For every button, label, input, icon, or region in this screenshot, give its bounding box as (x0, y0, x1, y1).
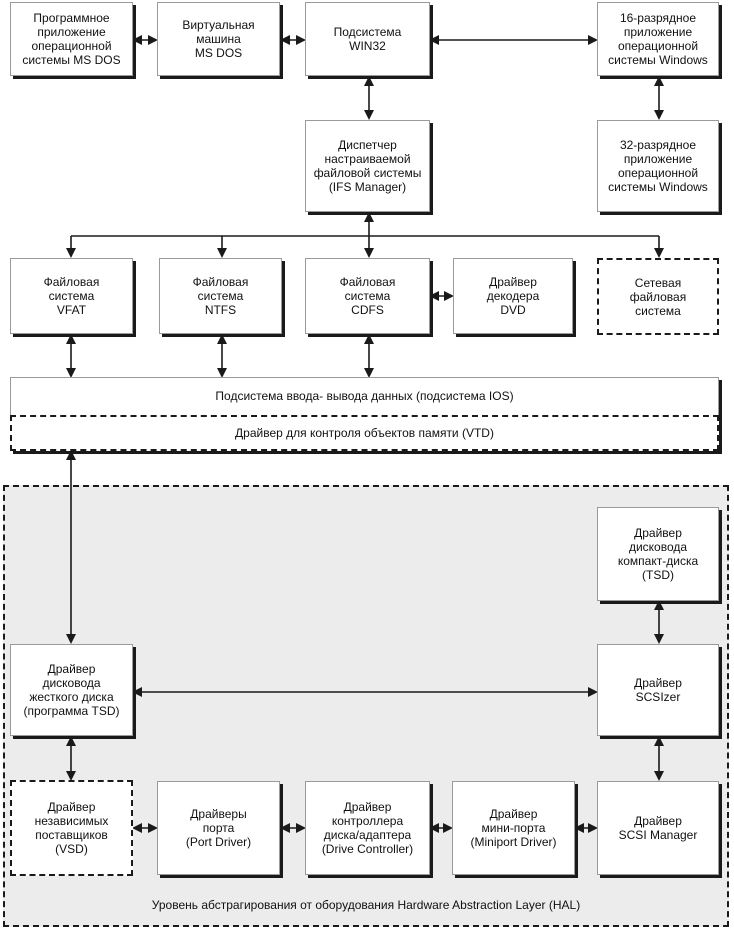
node-win32-subsystem: Подсистема WIN32 (305, 2, 430, 76)
node-cd-tsd: Драйвер дисковода компакт-диска (TSD) (597, 507, 719, 601)
node-hdd-tsd: Драйвер дисковода жесткого диска (програ… (10, 644, 133, 736)
node-port-driver: Драйверы порта (Port Driver) (157, 781, 280, 875)
vtd-strip: Драйвер для контроля объектов памяти (VT… (10, 415, 719, 451)
node-scsizer: Драйвер SCSIzer (597, 644, 719, 736)
node-drive-controller: Драйвер контроллера диска/адаптера (Driv… (305, 781, 430, 875)
node-cdfs: Файловая система CDFS (305, 258, 430, 334)
node-vm-ms-dos: Виртуальная машина MS DOS (157, 2, 280, 76)
node-miniport: Драйвер мини-порта (Miniport Driver) (452, 781, 575, 875)
node-scsi-manager: Драйвер SCSI Manager (597, 781, 719, 875)
ios-label: Подсистема ввода- вывода данных (подсист… (215, 389, 514, 403)
node-ms-dos-app: Программное приложение операционной сист… (10, 2, 133, 76)
node-vfat: Файловая система VFAT (10, 258, 133, 334)
hal-label: Уровень абстрагирования от оборудования … (151, 898, 581, 912)
node-win16-app: 16-разрядное приложение операционной сис… (597, 2, 719, 76)
node-ntfs: Файловая система NTFS (159, 258, 282, 334)
node-vsd: Драйвер независимых поставщиков (VSD) (10, 780, 133, 876)
node-ifs-manager: Диспетчер настраиваемой файловой системы… (305, 120, 430, 212)
node-dvd-decoder: Драйвер декодера DVD (453, 258, 573, 334)
node-win32-app: 32-разрядное приложение операционной сис… (597, 120, 719, 212)
node-network-fs: Сетевая файловая система (597, 258, 719, 335)
